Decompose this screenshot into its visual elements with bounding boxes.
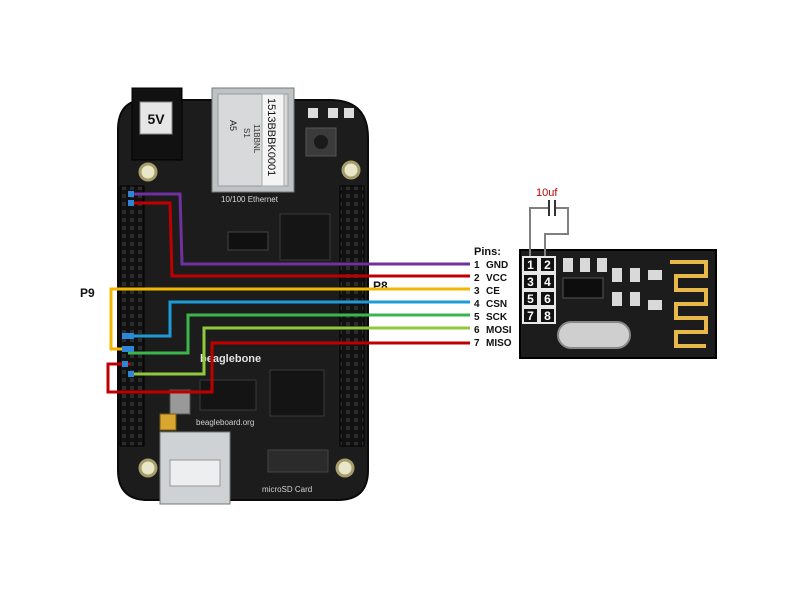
module-crystal: [557, 321, 631, 349]
wire-vcc: [133, 201, 470, 278]
wire-csn: [128, 300, 470, 338]
board-buttons: [305, 108, 354, 157]
header-pin-highlights: [122, 191, 134, 377]
module-pin-number: 2: [544, 258, 551, 272]
pin-table: Pins: 1 GND 2 VCC 3 CE 4 CSN 5 SCK 6 MOSI 7 MISO: [474, 246, 512, 349]
wire-miso: [106, 341, 470, 394]
module-pin-number: 7: [527, 309, 534, 323]
ethernet-a5: A5: [228, 120, 238, 131]
module-antenna: [670, 260, 708, 348]
wire-gnd: [133, 192, 470, 266]
module-pin: [522, 290, 539, 307]
module-pin-number: 5: [527, 292, 534, 306]
capacitor-symbol: [548, 200, 556, 216]
ethernet-jack: A5 S1 11BBNL PP 1513BBBK0001: [211, 87, 295, 193]
module-components: [562, 258, 662, 310]
module-pin-number: 8: [544, 309, 551, 323]
wire-ce: [109, 287, 470, 351]
header-p8-label: P8: [373, 279, 388, 293]
pin-number: 7: [474, 338, 480, 349]
wire-mosi: [128, 326, 470, 376]
module-pin-number: 1: [527, 258, 534, 272]
ethernet-label: 10/100 Ethernet: [221, 195, 279, 204]
pin-number: 6: [474, 325, 480, 336]
pin-number: 5: [474, 312, 480, 323]
module-pin: [522, 256, 539, 273]
header-p9: [119, 185, 145, 447]
pin-name: VCC: [486, 273, 507, 284]
pin-name: GND: [486, 260, 508, 271]
pin-name: MOSI: [486, 325, 512, 336]
module-pin: [522, 273, 539, 290]
pin-name: CE: [486, 286, 500, 297]
board-site: beagleboard.org: [196, 418, 254, 427]
module-pin: [539, 256, 556, 273]
pin-number: 4: [474, 299, 480, 310]
power-jack: 5V: [131, 87, 183, 161]
module-pin: [539, 273, 556, 290]
pins-title: Pins:: [474, 246, 501, 258]
capacitor-wire-right: [544, 207, 569, 256]
module-pin-number: 4: [544, 275, 551, 289]
usb-port: [159, 431, 231, 505]
capacitor-wire-left: [529, 207, 548, 256]
header-p9-label: P9: [80, 286, 95, 300]
module-pin-number: 6: [544, 292, 551, 306]
connection-wires: [106, 192, 470, 394]
module-pin: [522, 307, 539, 324]
power-jack-label: 5V: [147, 111, 165, 127]
module-pin-number: 3: [527, 275, 534, 289]
ethernet-rev3: S1: [242, 128, 251, 138]
pin-name: SCK: [486, 312, 508, 323]
mounting-holes: [138, 160, 361, 478]
pin-name: MISO: [486, 338, 512, 349]
microsd-label: microSD Card: [262, 485, 312, 494]
module-pin: [539, 290, 556, 307]
pin-number: 3: [474, 286, 480, 297]
pin-number: 1: [474, 260, 480, 271]
pin-rows: 1 GND 2 VCC 3 CE 4 CSN 5 SCK 6 MOSI 7 MISO: [474, 260, 512, 349]
beaglebone-board: 5V A5 S1 11BBNL PP 1513BBBK0001 10/100 E…: [117, 87, 369, 505]
pin-number: 2: [474, 273, 480, 284]
capacitor-label: 10uf: [536, 187, 558, 199]
wire-sck: [128, 313, 470, 355]
ethernet-rev2: 11BBNL: [252, 124, 261, 154]
ethernet-serial: 1513BBBK0001: [265, 98, 277, 176]
board-chips: [159, 213, 331, 431]
pin-name: CSN: [486, 299, 507, 310]
board-logo: beaglebone: [200, 353, 261, 365]
module-pin: [539, 307, 556, 324]
